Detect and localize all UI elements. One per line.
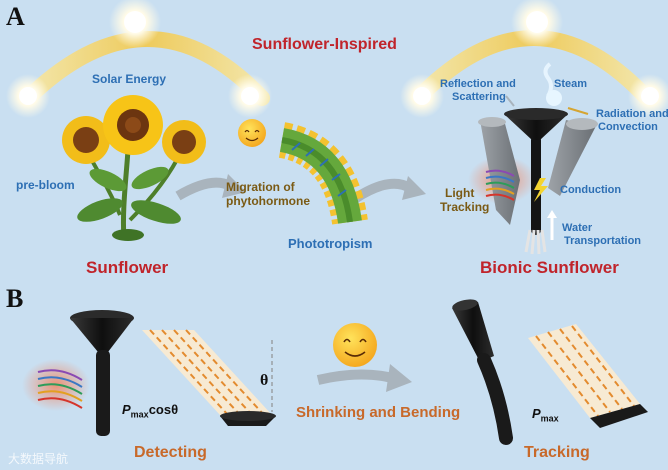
sun-icon — [400, 74, 444, 118]
conduction-label: Conduction — [560, 184, 621, 196]
radiation-label-line2: Convection — [598, 121, 658, 133]
bionic-sunflower-label: Bionic Sunflower — [480, 258, 619, 278]
radiation-arrow — [568, 108, 588, 114]
flow-arrow — [356, 184, 410, 198]
radiation-label-line1: Radiation and — [596, 108, 668, 120]
theta-label: θ — [260, 372, 268, 390]
migration-label-line1: Migration of — [226, 180, 295, 194]
sunflower-plant-illustration — [62, 95, 206, 241]
panel-a-letter: A — [6, 2, 25, 32]
p-symbol: P — [532, 406, 541, 421]
max-subscript: max — [541, 414, 559, 424]
tracking-label: Tracking — [524, 444, 590, 462]
flow-arrow-head — [386, 364, 412, 392]
phototropism-label: Phototropism — [288, 236, 373, 251]
migration-label-line2: phytohormone — [226, 194, 310, 208]
pmax-cos-theta-label: Pmaxcosθ — [122, 402, 178, 420]
watermark: 大数据导航 — [8, 450, 68, 467]
flow-arrow — [318, 374, 392, 380]
water-label-line2: Transportation — [564, 235, 641, 247]
smiling-sun-icon — [238, 119, 266, 147]
light-tracking-label-line2: Tracking — [440, 200, 489, 214]
shrinking-bending-label: Shrinking and Bending — [296, 404, 460, 421]
detecting-label: Detecting — [134, 444, 207, 462]
cos-theta-text: cosθ — [149, 402, 178, 417]
sun-icon — [228, 74, 272, 118]
flow-arrow-head — [402, 176, 426, 200]
pmax-label: Pmax — [532, 406, 559, 424]
max-subscript: max — [131, 410, 149, 420]
reflection-arrow — [506, 96, 514, 106]
solar-energy-label: Solar Energy — [92, 72, 166, 86]
water-label-line1: Water — [562, 222, 592, 234]
steam-label: Steam — [554, 78, 587, 90]
solar-arc-left — [28, 39, 262, 98]
reflection-label-line2: Scattering — [452, 91, 506, 103]
water-arrow-head — [547, 210, 557, 218]
panel-a-title: Sunflower-Inspired — [252, 36, 397, 54]
sunflower-label: Sunflower — [86, 258, 168, 278]
light-tracking-label-line1: Light — [445, 186, 474, 200]
flow-arrow — [178, 183, 230, 196]
sun-icon — [6, 74, 50, 118]
smiling-sun-icon — [333, 323, 377, 367]
pre-bloom-label: pre-bloom — [16, 178, 75, 192]
reflection-label-line1: Reflection and — [440, 78, 516, 90]
p-symbol: P — [122, 402, 131, 417]
panel-b-letter: B — [6, 284, 23, 314]
